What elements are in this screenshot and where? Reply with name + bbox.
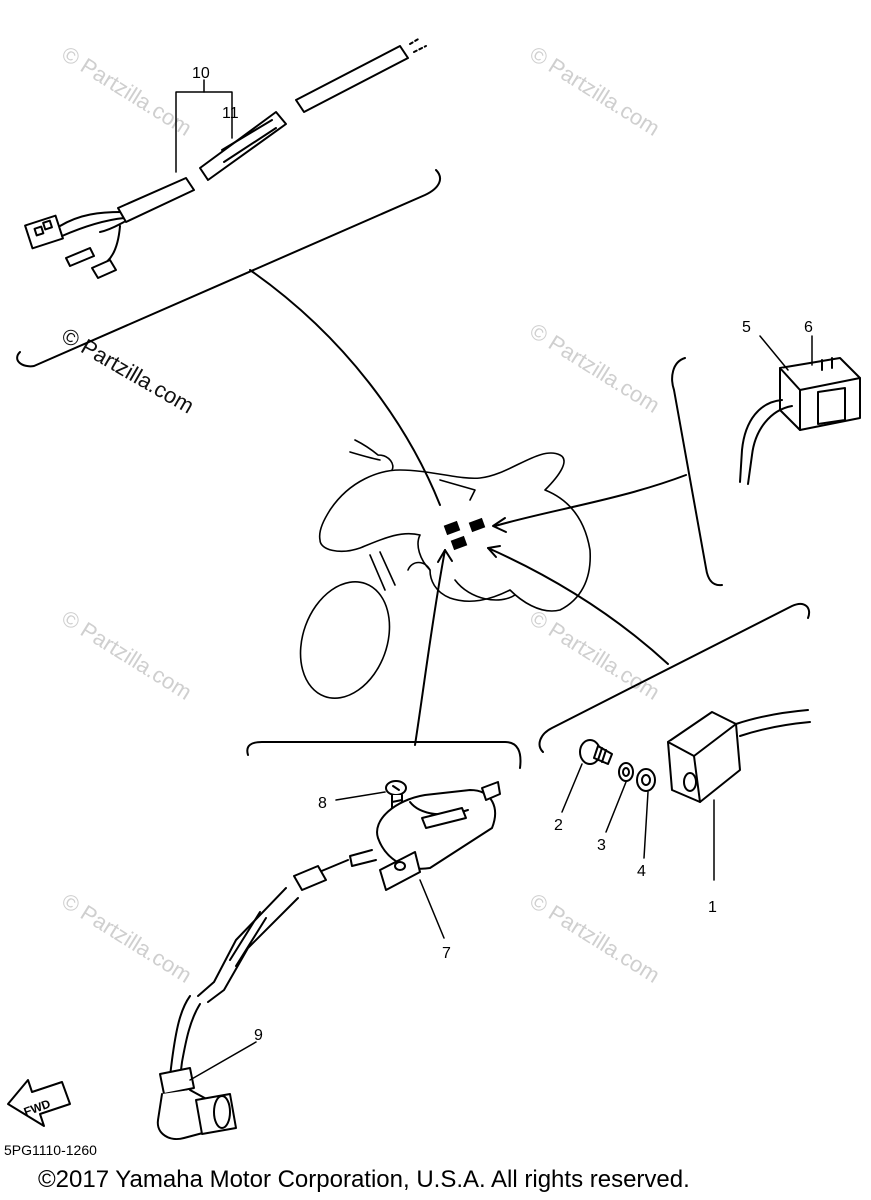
- callout-8: 8: [318, 795, 327, 812]
- ignition-coil-panel: 8 7 9: [156, 549, 522, 1140]
- watermark: © Partzilla.com: [525, 888, 664, 988]
- watermark: © Partzilla.com: [57, 888, 196, 988]
- leader-line-cdi: [494, 474, 687, 527]
- watermark: © Partzilla.com: [525, 605, 664, 705]
- fwd-arrow: FWD: [7, 1079, 71, 1127]
- watermark: © Partzilla.com: [57, 605, 196, 705]
- watermark-dark: © Partzilla.com: [58, 323, 199, 419]
- washer: [636, 768, 656, 792]
- lock-washer: [618, 762, 634, 782]
- bolt: [579, 739, 613, 765]
- callout-10: 10: [192, 65, 210, 82]
- leader-line-ignition: [414, 549, 446, 746]
- leader-line-coil: [487, 547, 669, 665]
- part-code: 5PG1110-1260: [4, 1142, 97, 1158]
- wire-harness-panel: 10 11: [16, 37, 441, 368]
- callout-3: 3: [597, 837, 606, 854]
- callout-2: 2: [554, 817, 563, 834]
- ignition-coil: [349, 781, 501, 891]
- callout-9: 9: [254, 1027, 263, 1044]
- cdi-panel: 5 6: [492, 319, 861, 587]
- callout-1: 1: [708, 899, 717, 916]
- callout-5: 5: [742, 319, 751, 336]
- motorcycle-outline: [299, 439, 591, 699]
- copyright-notice: ©2017 Yamaha Motor Corporation, U.S.A. A…: [38, 1166, 690, 1193]
- component-markers: [443, 517, 486, 551]
- leader-line-harness: [249, 269, 441, 506]
- watermarks: © Partzilla.com © Partzilla.com © Partzi…: [57, 41, 664, 988]
- watermark: © Partzilla.com: [525, 41, 664, 141]
- front-wheel: [299, 581, 391, 699]
- callout-6: 6: [804, 319, 813, 336]
- watermark: © Partzilla.com: [525, 318, 664, 418]
- cdi-unit: [779, 357, 861, 431]
- callout-7: 7: [442, 945, 451, 962]
- pickup-coil-panel: 2 3 4 1: [487, 545, 811, 916]
- pickup-coil: [667, 711, 741, 803]
- callout-4: 4: [637, 863, 646, 880]
- spark-plug-cap: [156, 1067, 237, 1140]
- callout-11: 11: [222, 105, 239, 122]
